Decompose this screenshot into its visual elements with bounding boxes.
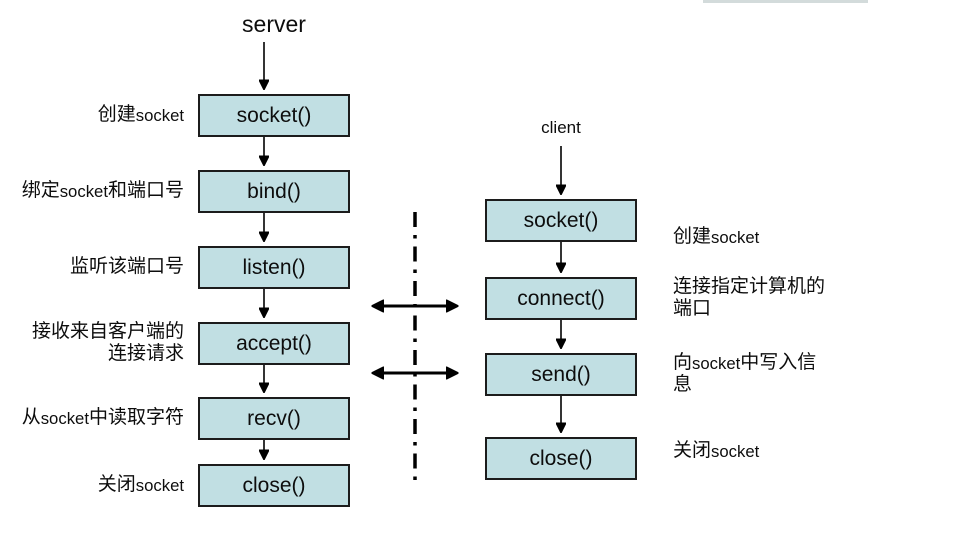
server-box-listen-label: listen() (242, 255, 306, 279)
client-note-create-socket: 创建socket (673, 226, 845, 248)
server-note-read-socket: 从socket中读取字符 (0, 407, 184, 429)
note-text: 关闭 (673, 440, 712, 461)
server-box-accept-label: accept() (236, 331, 312, 355)
client-box-connect: connect() (485, 277, 637, 320)
note-line: 连接请求 (107, 343, 184, 364)
note-text: 息 (673, 374, 693, 395)
note-text: 绑定 (21, 180, 60, 201)
note-line: 向socket中写入信 (673, 352, 845, 374)
client-note-close-socket: 关闭socket (673, 440, 845, 462)
note-text: socket (711, 228, 760, 247)
server-box-recv-label: recv() (247, 406, 301, 430)
note-text: socket (135, 106, 184, 125)
client-box-socket-label: socket() (523, 208, 599, 232)
note-line: 息 (673, 374, 845, 396)
server-note-create-socket: 创建socket (0, 104, 184, 126)
client-note-connect-port: 连接指定计算机的 端口 (673, 276, 845, 320)
note-line: 端口 (673, 298, 712, 319)
note-text: socket (135, 476, 184, 495)
client-box-send-label: send() (531, 362, 591, 386)
server-box-recv: recv() (198, 397, 350, 440)
server-box-socket-label: socket() (236, 103, 312, 127)
server-box-close-label: close() (242, 473, 306, 497)
server-box-accept: accept() (198, 322, 350, 365)
server-note-close-socket: 关闭socket (0, 474, 184, 496)
note-text: socket (692, 354, 741, 373)
note-text: 创建 (97, 104, 136, 125)
server-box-socket: socket() (198, 94, 350, 137)
client-box-socket: socket() (485, 199, 637, 242)
note-text: 中读取字符 (88, 407, 184, 428)
server-note-accept-request: 接收来自客户端的 连接请求 (0, 321, 184, 365)
server-box-bind: bind() (198, 170, 350, 213)
client-box-close-label: close() (529, 446, 593, 470)
server-title: server (242, 11, 306, 37)
server-box-bind-label: bind() (247, 179, 301, 203)
server-note-listen-port: 监听该端口号 (0, 256, 184, 278)
note-text: 监听该端口号 (69, 256, 184, 277)
top-edge-bar (703, 0, 868, 3)
note-text: 创建 (673, 226, 712, 247)
note-text: socket (711, 442, 760, 461)
note-text: socket (40, 409, 89, 428)
server-box-close: close() (198, 464, 350, 507)
note-text: 和端口号 (107, 180, 184, 201)
server-note-bind-port: 绑定socket和端口号 (0, 180, 184, 202)
note-text: 中写入信 (740, 352, 817, 373)
note-line: 接收来自客户端的 (31, 321, 184, 342)
client-note-write-socket: 向socket中写入信 息 (673, 352, 845, 396)
note-line: 连接指定计算机的 (673, 276, 826, 297)
server-box-listen: listen() (198, 246, 350, 289)
client-box-connect-label: connect() (517, 286, 605, 310)
note-text: 向 (673, 352, 693, 373)
note-text: 从 (21, 407, 41, 428)
client-box-send: send() (485, 353, 637, 396)
client-title: client (541, 118, 581, 137)
note-text: 关闭 (97, 474, 136, 495)
note-text: socket (59, 182, 108, 201)
client-box-close: close() (485, 437, 637, 480)
